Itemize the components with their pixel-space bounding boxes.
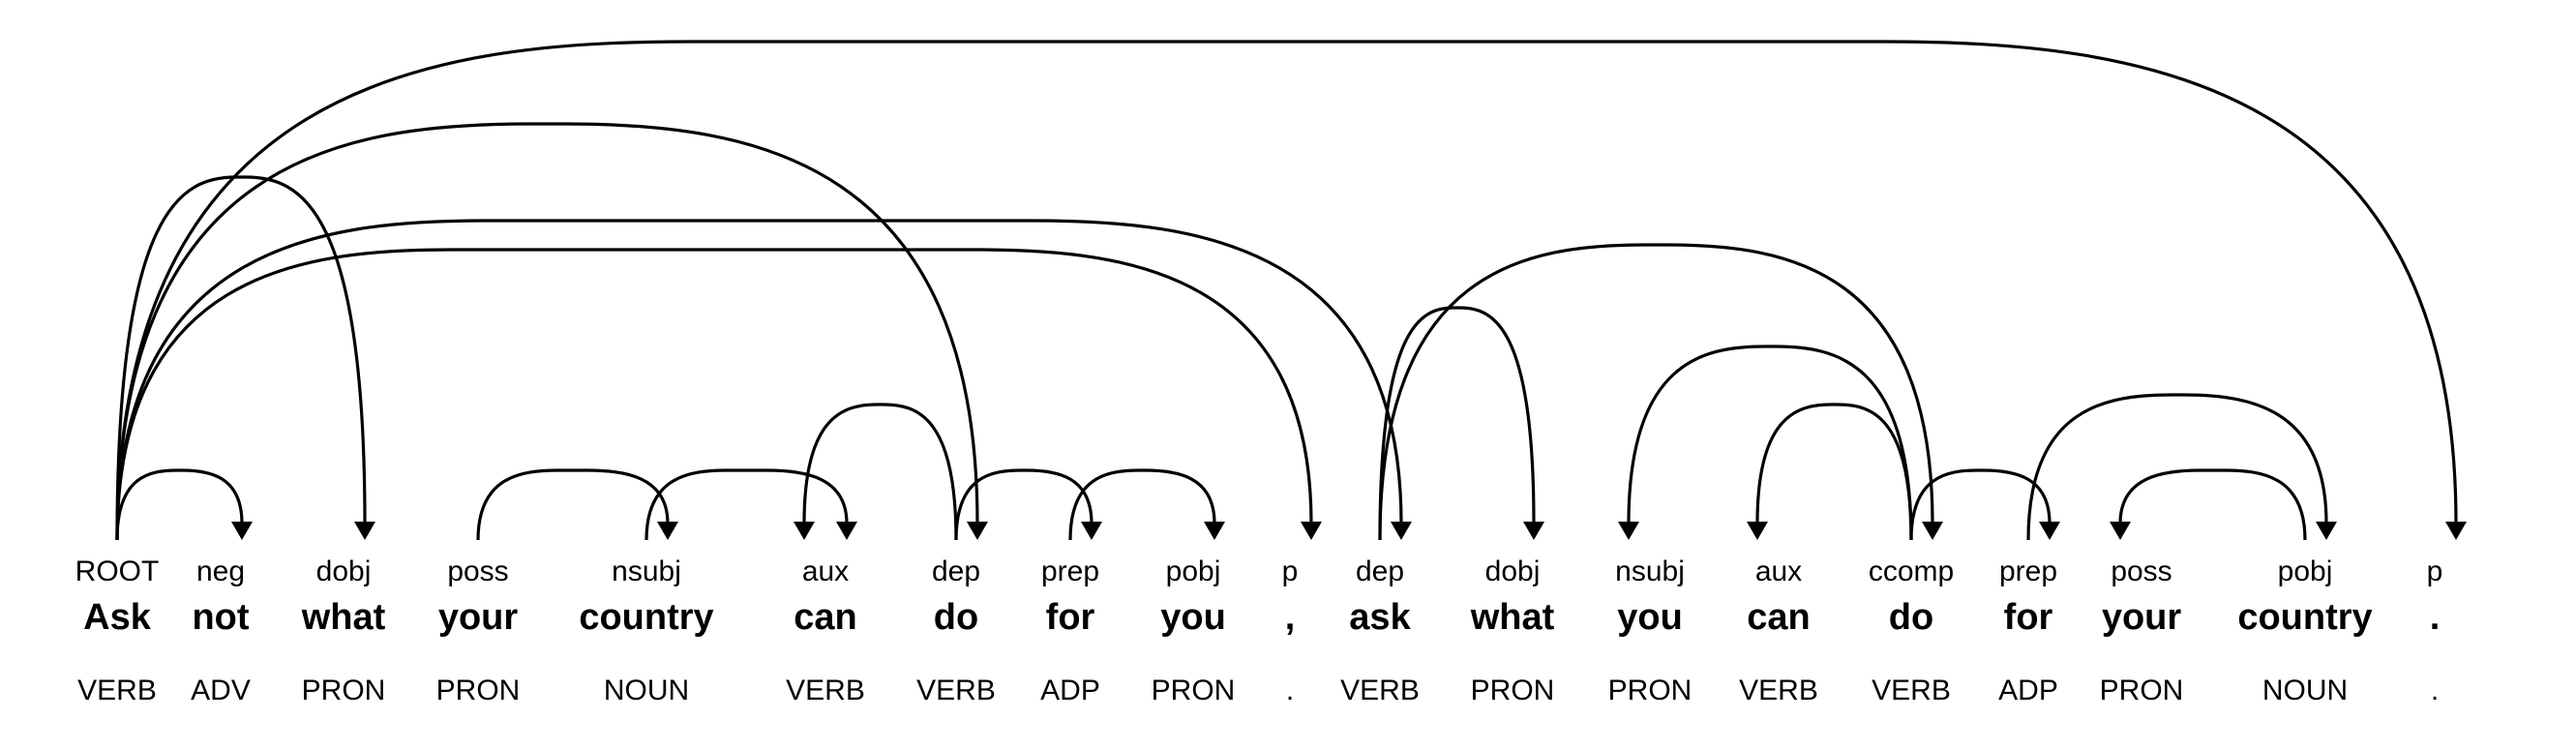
dep-arc-dobj xyxy=(115,175,367,541)
pos-tag-17: NOUN xyxy=(2262,675,2348,706)
dep-label-8: pobj xyxy=(1166,555,1221,587)
dep-label-1: neg xyxy=(196,555,245,587)
token-word-10: ask xyxy=(1349,597,1411,638)
dep-arc-neg xyxy=(115,468,244,541)
token-word-3: your xyxy=(438,597,519,638)
dep-label-0: ROOT xyxy=(75,555,160,587)
token-word-4: country xyxy=(579,597,713,638)
token-word-0: Ask xyxy=(83,597,152,638)
token-word-14: do xyxy=(1889,597,1933,638)
token-word-6: do xyxy=(934,597,978,638)
pos-tag-12: PRON xyxy=(1608,675,1692,706)
pos-tag-7: ADP xyxy=(1040,675,1100,706)
token-word-16: your xyxy=(2102,597,2182,638)
dep-label-layer: ROOT neg dobj poss nsubj aux dep prep pobj p dep do… xyxy=(75,555,2443,587)
dep-arrowhead-poss xyxy=(2110,522,2131,540)
dep-arrowhead-dep xyxy=(1391,522,1412,540)
dep-arc-nsubj xyxy=(1627,345,1913,541)
dep-arc-ccomp xyxy=(1378,243,1934,541)
dep-arrowhead-nsubj xyxy=(1618,522,1639,540)
token-word-13: can xyxy=(1747,597,1810,638)
dep-arc-poss xyxy=(476,468,670,541)
pos-tag-4: NOUN xyxy=(604,675,689,706)
dep-label-18: p xyxy=(2427,555,2443,587)
dep-arrowhead-p xyxy=(1301,522,1322,540)
dep-arrowhead-aux xyxy=(1747,522,1768,540)
pos-tag-2: PRON xyxy=(302,675,386,706)
dep-arrowhead-pobj xyxy=(1204,522,1225,540)
pos-tag-8: PRON xyxy=(1152,675,1236,706)
arc-layer xyxy=(115,40,2467,541)
pos-tag-9: . xyxy=(1286,675,1294,706)
dep-label-14: ccomp xyxy=(1869,555,1954,587)
token-word-12: you xyxy=(1617,597,1683,638)
dep-arc-prep xyxy=(1909,468,2052,541)
token-word-15: for xyxy=(2004,597,2053,638)
dep-arrowhead-prep xyxy=(1081,522,1102,540)
dep-arc-poss xyxy=(2118,468,2307,541)
dep-label-15: prep xyxy=(1999,555,2057,587)
pos-tag-layer: VERB ADV PRON PRON NOUN VERB VERB ADP PRON. VERB P… xyxy=(77,675,2439,706)
dep-arc-dobj xyxy=(1378,306,1536,541)
dep-arc-aux xyxy=(802,403,958,541)
dep-arc-pobj xyxy=(2026,393,2328,541)
dep-label-12: nsubj xyxy=(1615,555,1685,587)
token-word-1: not xyxy=(192,597,249,638)
dep-arrowhead-pobj xyxy=(2316,522,2337,540)
dep-label-5: aux xyxy=(802,555,849,587)
token-word-9: , xyxy=(1285,597,1296,638)
dep-label-4: nsubj xyxy=(612,555,681,587)
dep-label-13: aux xyxy=(1755,555,1802,587)
dep-arrowhead-nsubj xyxy=(836,522,857,540)
token-word-8: you xyxy=(1160,597,1226,638)
dep-arc-dep xyxy=(115,219,1403,541)
pos-tag-6: VERB xyxy=(916,675,996,706)
dep-arc-nsubj xyxy=(644,468,849,541)
dep-arc-p xyxy=(115,248,1313,541)
dep-arrowhead-dobj xyxy=(1523,522,1544,540)
token-word-7: for xyxy=(1046,597,1095,638)
pos-tag-3: PRON xyxy=(436,675,521,706)
pos-tag-5: VERB xyxy=(786,675,865,706)
dep-label-6: dep xyxy=(932,555,980,587)
dep-arrowhead-dobj xyxy=(354,522,375,540)
dep-label-17: pobj xyxy=(2278,555,2333,587)
token-word-18: . xyxy=(2430,597,2441,638)
pos-tag-1: ADV xyxy=(191,675,251,706)
dep-arc-aux xyxy=(1755,403,1913,541)
dep-label-2: dobj xyxy=(316,555,372,587)
dep-arc-dep xyxy=(115,122,979,541)
dep-arrowhead-aux xyxy=(794,522,815,540)
pos-tag-11: PRON xyxy=(1471,675,1555,706)
pos-tag-16: PRON xyxy=(2100,675,2184,706)
dep-arrowhead-ccomp xyxy=(1922,522,1943,540)
dep-label-3: poss xyxy=(447,555,508,587)
dep-arc-prep xyxy=(954,468,1093,541)
dep-label-7: prep xyxy=(1041,555,1099,587)
dep-arrowhead-neg xyxy=(231,522,253,540)
dep-label-11: dobj xyxy=(1485,555,1541,587)
dep-arrowhead-prep xyxy=(2039,522,2060,540)
dep-arrowhead-dep xyxy=(967,522,988,540)
pos-tag-10: VERB xyxy=(1340,675,1420,706)
pos-tag-13: VERB xyxy=(1739,675,1818,706)
dep-arc-p xyxy=(115,40,2458,541)
pos-tag-15: ADP xyxy=(1998,675,2058,706)
dep-label-10: dep xyxy=(1356,555,1404,587)
token-word-17: country xyxy=(2237,597,2372,638)
dep-label-9: p xyxy=(1282,555,1299,587)
token-word-11: what xyxy=(1470,597,1555,638)
token-word-2: what xyxy=(301,597,386,638)
token-word-5: can xyxy=(794,597,856,638)
dep-arrowhead-poss xyxy=(657,522,678,540)
dep-label-16: poss xyxy=(2111,555,2172,587)
pos-tag-18: . xyxy=(2431,675,2439,706)
pos-tag-14: VERB xyxy=(1872,675,1951,706)
pos-tag-0: VERB xyxy=(77,675,157,706)
dep-arc-pobj xyxy=(1068,468,1216,541)
dep-arrowhead-p xyxy=(2445,522,2467,540)
